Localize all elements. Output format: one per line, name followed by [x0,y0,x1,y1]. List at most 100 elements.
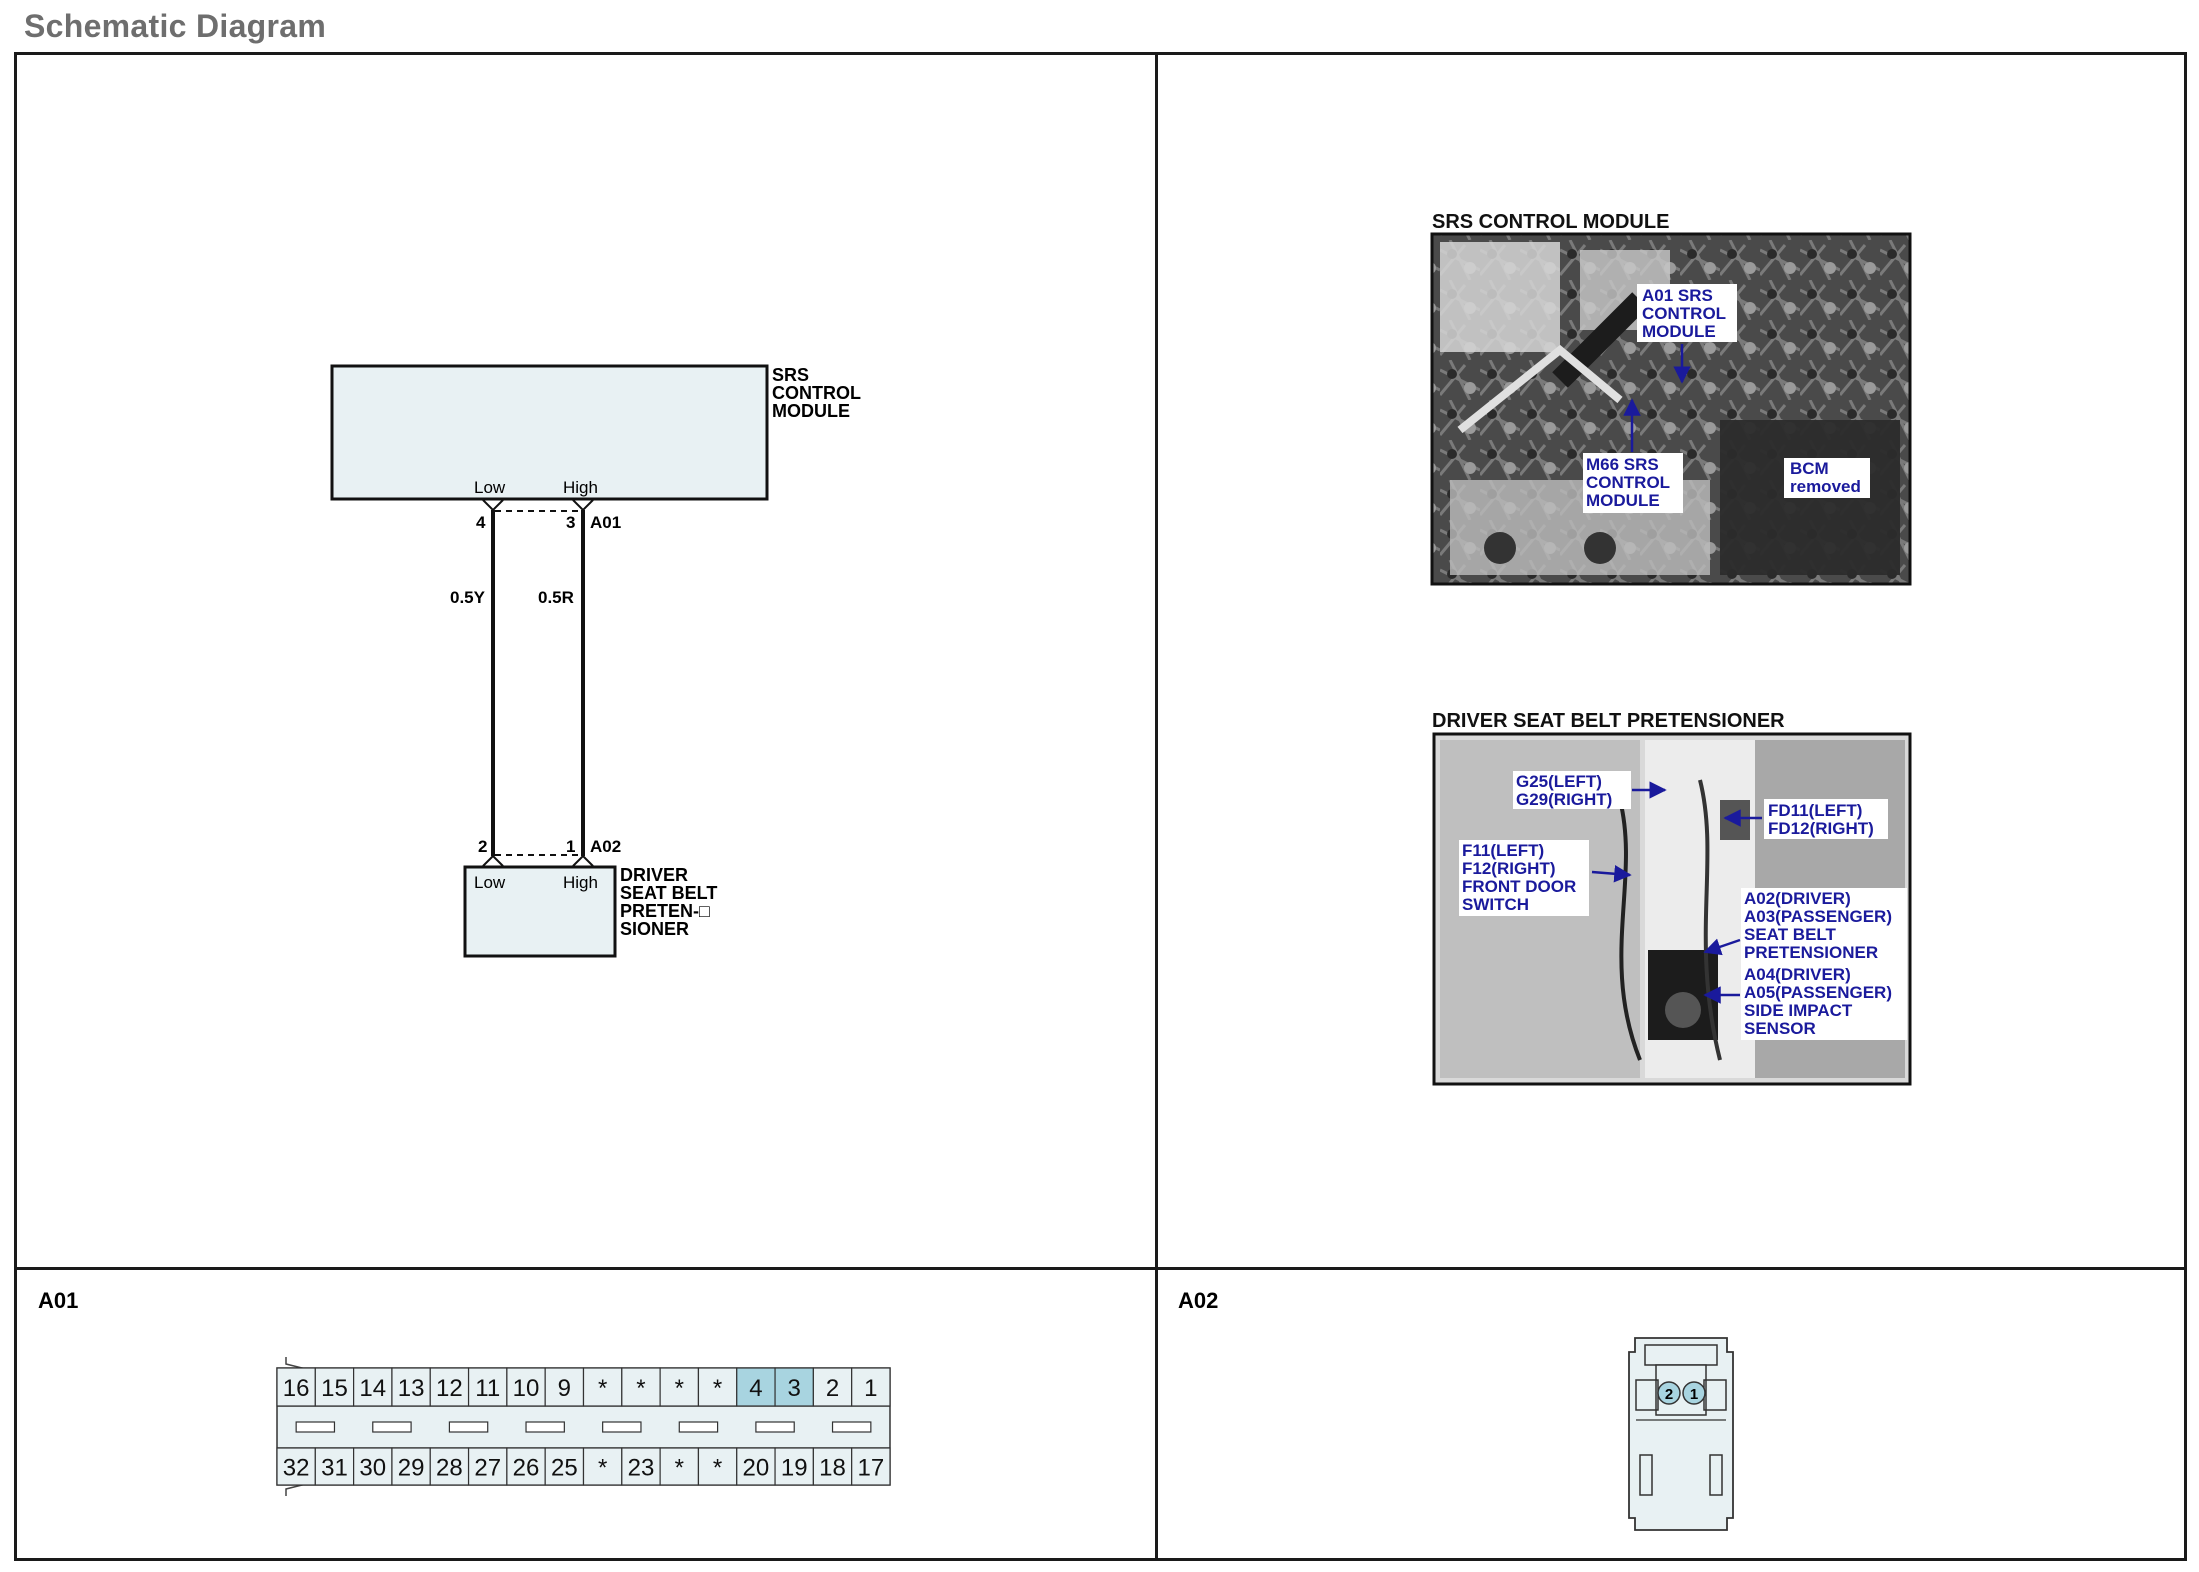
connector-a01-cell [851,1367,891,1407]
connector-a01-cell [851,1447,891,1486]
connector-a02-title: A02 [1178,1288,1218,1313]
connector-a01-cell [774,1367,814,1407]
callout-a02-arrow [1703,938,1741,956]
pretensioner-pin-1: 1 [566,837,575,856]
connector-a01-cell [429,1447,470,1486]
connector-a01-title: A01 [38,1288,78,1313]
connector-a01-cell [697,1367,738,1407]
connector-a01-pin-label: 17 [857,1455,884,1482]
connector-a01-pin-label: 25 [551,1455,578,1482]
module-label-3: MODULE [772,401,850,421]
callout-a01-1: A01 SRS [1642,286,1713,305]
connector-a02-pin-1: 1 [1690,1386,1698,1403]
connector-a01-slot [678,1421,719,1433]
connector-a01-pin-label: * [675,1455,684,1482]
callout-a04-3: SIDE IMPACT [1744,1001,1853,1020]
connector-a01-cell [391,1367,431,1407]
callout-bg-a01 [1637,284,1737,342]
callout-bg-fd11 [1764,799,1888,839]
callout-f11-2: F12(RIGHT) [1462,859,1556,878]
connector-a01-slot [525,1421,565,1433]
callout-bg-f11 [1459,840,1589,916]
callout-bg-m66 [1583,453,1683,513]
pretensioner-label-3: PRETEN-□ [620,901,710,921]
connector-a02 [1628,1337,1734,1531]
connector-a01-cell [812,1447,853,1486]
connector-a01-cell [429,1367,470,1407]
connector-a01-cell [544,1367,585,1407]
callout-bg-bcm [1784,458,1870,498]
connector-a01-pin-label: * [713,1455,722,1482]
connector-a01-slot [295,1421,336,1433]
module-label-1: SRS [772,365,809,385]
connector-a01-cell [812,1367,853,1407]
callout-a04-1: A04(DRIVER) [1744,965,1851,984]
page-title: Schematic Diagram [24,8,327,44]
connector-a01-pin-label: 23 [628,1455,655,1482]
connector-a01-pin-label: 30 [359,1455,386,1482]
connector-a01-pin-label: 16 [283,1375,310,1402]
connector-a01-pin-label: 20 [743,1455,770,1482]
pretensioner-box [463,865,617,958]
pretensioner-label-2: SEAT BELT [620,883,717,903]
photo-srs-title: SRS CONTROL MODULE [1432,211,1669,233]
callout-f11-3: FRONT DOOR [1462,877,1576,896]
callout-fd11-1: FD11(LEFT) [1768,801,1862,820]
connector-a01-pin-label: * [675,1375,684,1402]
connector-a01-cell [314,1367,355,1407]
connector-a01-pin-label: 4 [749,1375,762,1402]
pretensioner-connector-id: A02 [590,837,621,856]
pretensioner-label-4: SIONER [620,919,689,939]
callout-f11-1: F11(LEFT) [1462,841,1544,860]
callout-bg-g25 [1513,771,1631,809]
connector-a01-pin-label: * [713,1375,722,1402]
wire-label-red: 0.5R [538,588,574,607]
connector-a01-cell [276,1367,316,1407]
callout-f11-arrow [1591,865,1632,883]
connector-a01-pin-label: 2 [826,1375,839,1402]
connector-a01-pin-label: 15 [321,1375,348,1402]
connector-a01-cell [582,1367,623,1407]
callout-a02-1: A02(DRIVER) [1744,889,1851,908]
connector-a01-pin-label: 26 [513,1455,540,1482]
connector-a01-cell [736,1447,776,1486]
callout-m66-2: CONTROL [1586,473,1670,492]
callout-fd11-2: FD12(RIGHT) [1768,819,1874,838]
callout-a02-2: A03(PASSENGER) [1744,907,1892,926]
callout-g25-1: G25(LEFT) [1516,772,1602,791]
connector-a01-cell [353,1447,393,1486]
callout-a04-2: A05(PASSENGER) [1744,983,1892,1002]
module-pin-low: Low [474,478,506,497]
connector-a01-pin-label: 3 [788,1375,801,1402]
connector-a01-pin-label: 19 [781,1455,808,1482]
pretensioner-pin-low: Low [474,873,506,892]
connector-a01-pin-label: * [636,1375,645,1402]
pretensioner-label-1: DRIVER [620,865,688,885]
srs-control-module-box [330,364,769,501]
module-connector-marks [482,499,594,512]
module-pin-4: 4 [476,513,486,532]
connector-a01-pin-label: 12 [436,1375,463,1402]
connector-a01-slot [372,1421,412,1433]
module-pin-3: 3 [566,513,575,532]
connector-a01-pin-label: 10 [513,1375,540,1402]
module-connector-id: A01 [590,513,621,532]
connector-a01-pin-label: 9 [558,1375,571,1402]
connector-a01-cell [467,1447,508,1486]
panel-connector-a02 [1155,1267,2187,1561]
callout-f11-4: SWITCH [1462,895,1529,914]
photo-pretensioner-title: DRIVER SEAT BELT PRETENSIONER [1432,710,1785,732]
pretensioner-connector-marks [482,854,594,867]
callout-m66-3: MODULE [1586,491,1660,510]
callout-g25-2: G29(RIGHT) [1516,790,1612,809]
connector-a01-slot [448,1421,489,1433]
module-pin-high: High [563,478,598,497]
callout-a02-3: SEAT BELT [1744,925,1837,944]
connector-a01-pin-label: 28 [436,1455,463,1482]
connector-a02-pin-2: 2 [1665,1386,1673,1403]
connector-a01-pin-label: 29 [398,1455,425,1482]
pretensioner-pin-high: High [563,873,598,892]
callout-a01-2: CONTROL [1642,304,1726,323]
